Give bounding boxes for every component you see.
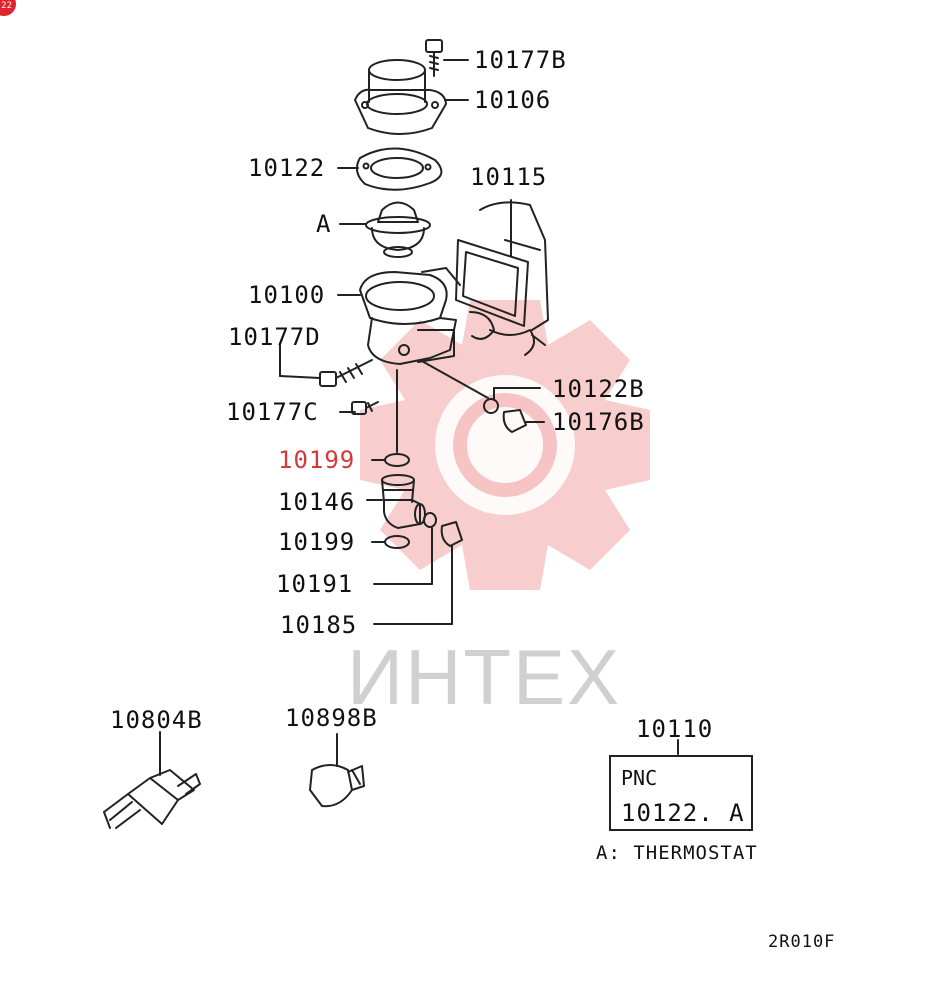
legend-thermostat: A: THERMOSTAT — [596, 842, 758, 864]
temperature-sensor-icon — [103, 769, 201, 829]
plug-10176b-icon — [502, 409, 527, 433]
pnc-value: 10122. A — [621, 799, 745, 827]
label-10110[interactable]: 10110 — [636, 715, 714, 743]
plug-10898b-icon — [309, 764, 365, 808]
water-joint-icon — [381, 474, 426, 529]
label-10199-lower[interactable]: 10199 — [278, 528, 356, 556]
diagram-code: 2R010F — [768, 932, 836, 952]
label-10176b[interactable]: 10176B — [552, 408, 645, 436]
label-10898b[interactable]: 10898B — [285, 704, 378, 732]
thermostat-housing-icon — [359, 267, 461, 365]
label-10100[interactable]: 10100 — [248, 281, 326, 309]
bolt-10177b-icon — [425, 39, 443, 77]
label-10106[interactable]: 10106 — [474, 86, 552, 114]
label-10177b[interactable]: 10177B — [474, 46, 567, 74]
page-badge: 22 — [0, 0, 16, 16]
label-10115[interactable]: 10115 — [470, 163, 548, 191]
washer-icon — [483, 398, 499, 414]
washer-10191-icon — [423, 512, 437, 528]
thermostat-icon — [365, 201, 431, 258]
label-10177c[interactable]: 10177C — [226, 398, 319, 426]
pnc-table: PNC 10122. A — [609, 755, 753, 831]
plug-10185-icon — [440, 521, 463, 547]
bolt-10177d-icon — [319, 359, 373, 387]
gasket-icon — [355, 147, 443, 191]
bolt-10177c-icon — [351, 401, 379, 415]
label-a[interactable]: A — [316, 210, 332, 238]
label-10185[interactable]: 10185 — [280, 611, 358, 639]
label-10146[interactable]: 10146 — [278, 488, 356, 516]
label-10177d[interactable]: 10177D — [228, 323, 321, 351]
label-10191[interactable]: 10191 — [276, 570, 354, 598]
thermostat-case-icon — [354, 59, 447, 135]
label-10804b[interactable]: 10804B — [110, 706, 203, 734]
label-10199-upper[interactable]: 10199 — [278, 446, 356, 474]
label-10122b[interactable]: 10122B — [552, 375, 645, 403]
label-10122[interactable]: 10122 — [248, 154, 326, 182]
watermark-text: ИНТЕХ — [347, 633, 622, 721]
pnc-header: PNC — [621, 766, 658, 790]
